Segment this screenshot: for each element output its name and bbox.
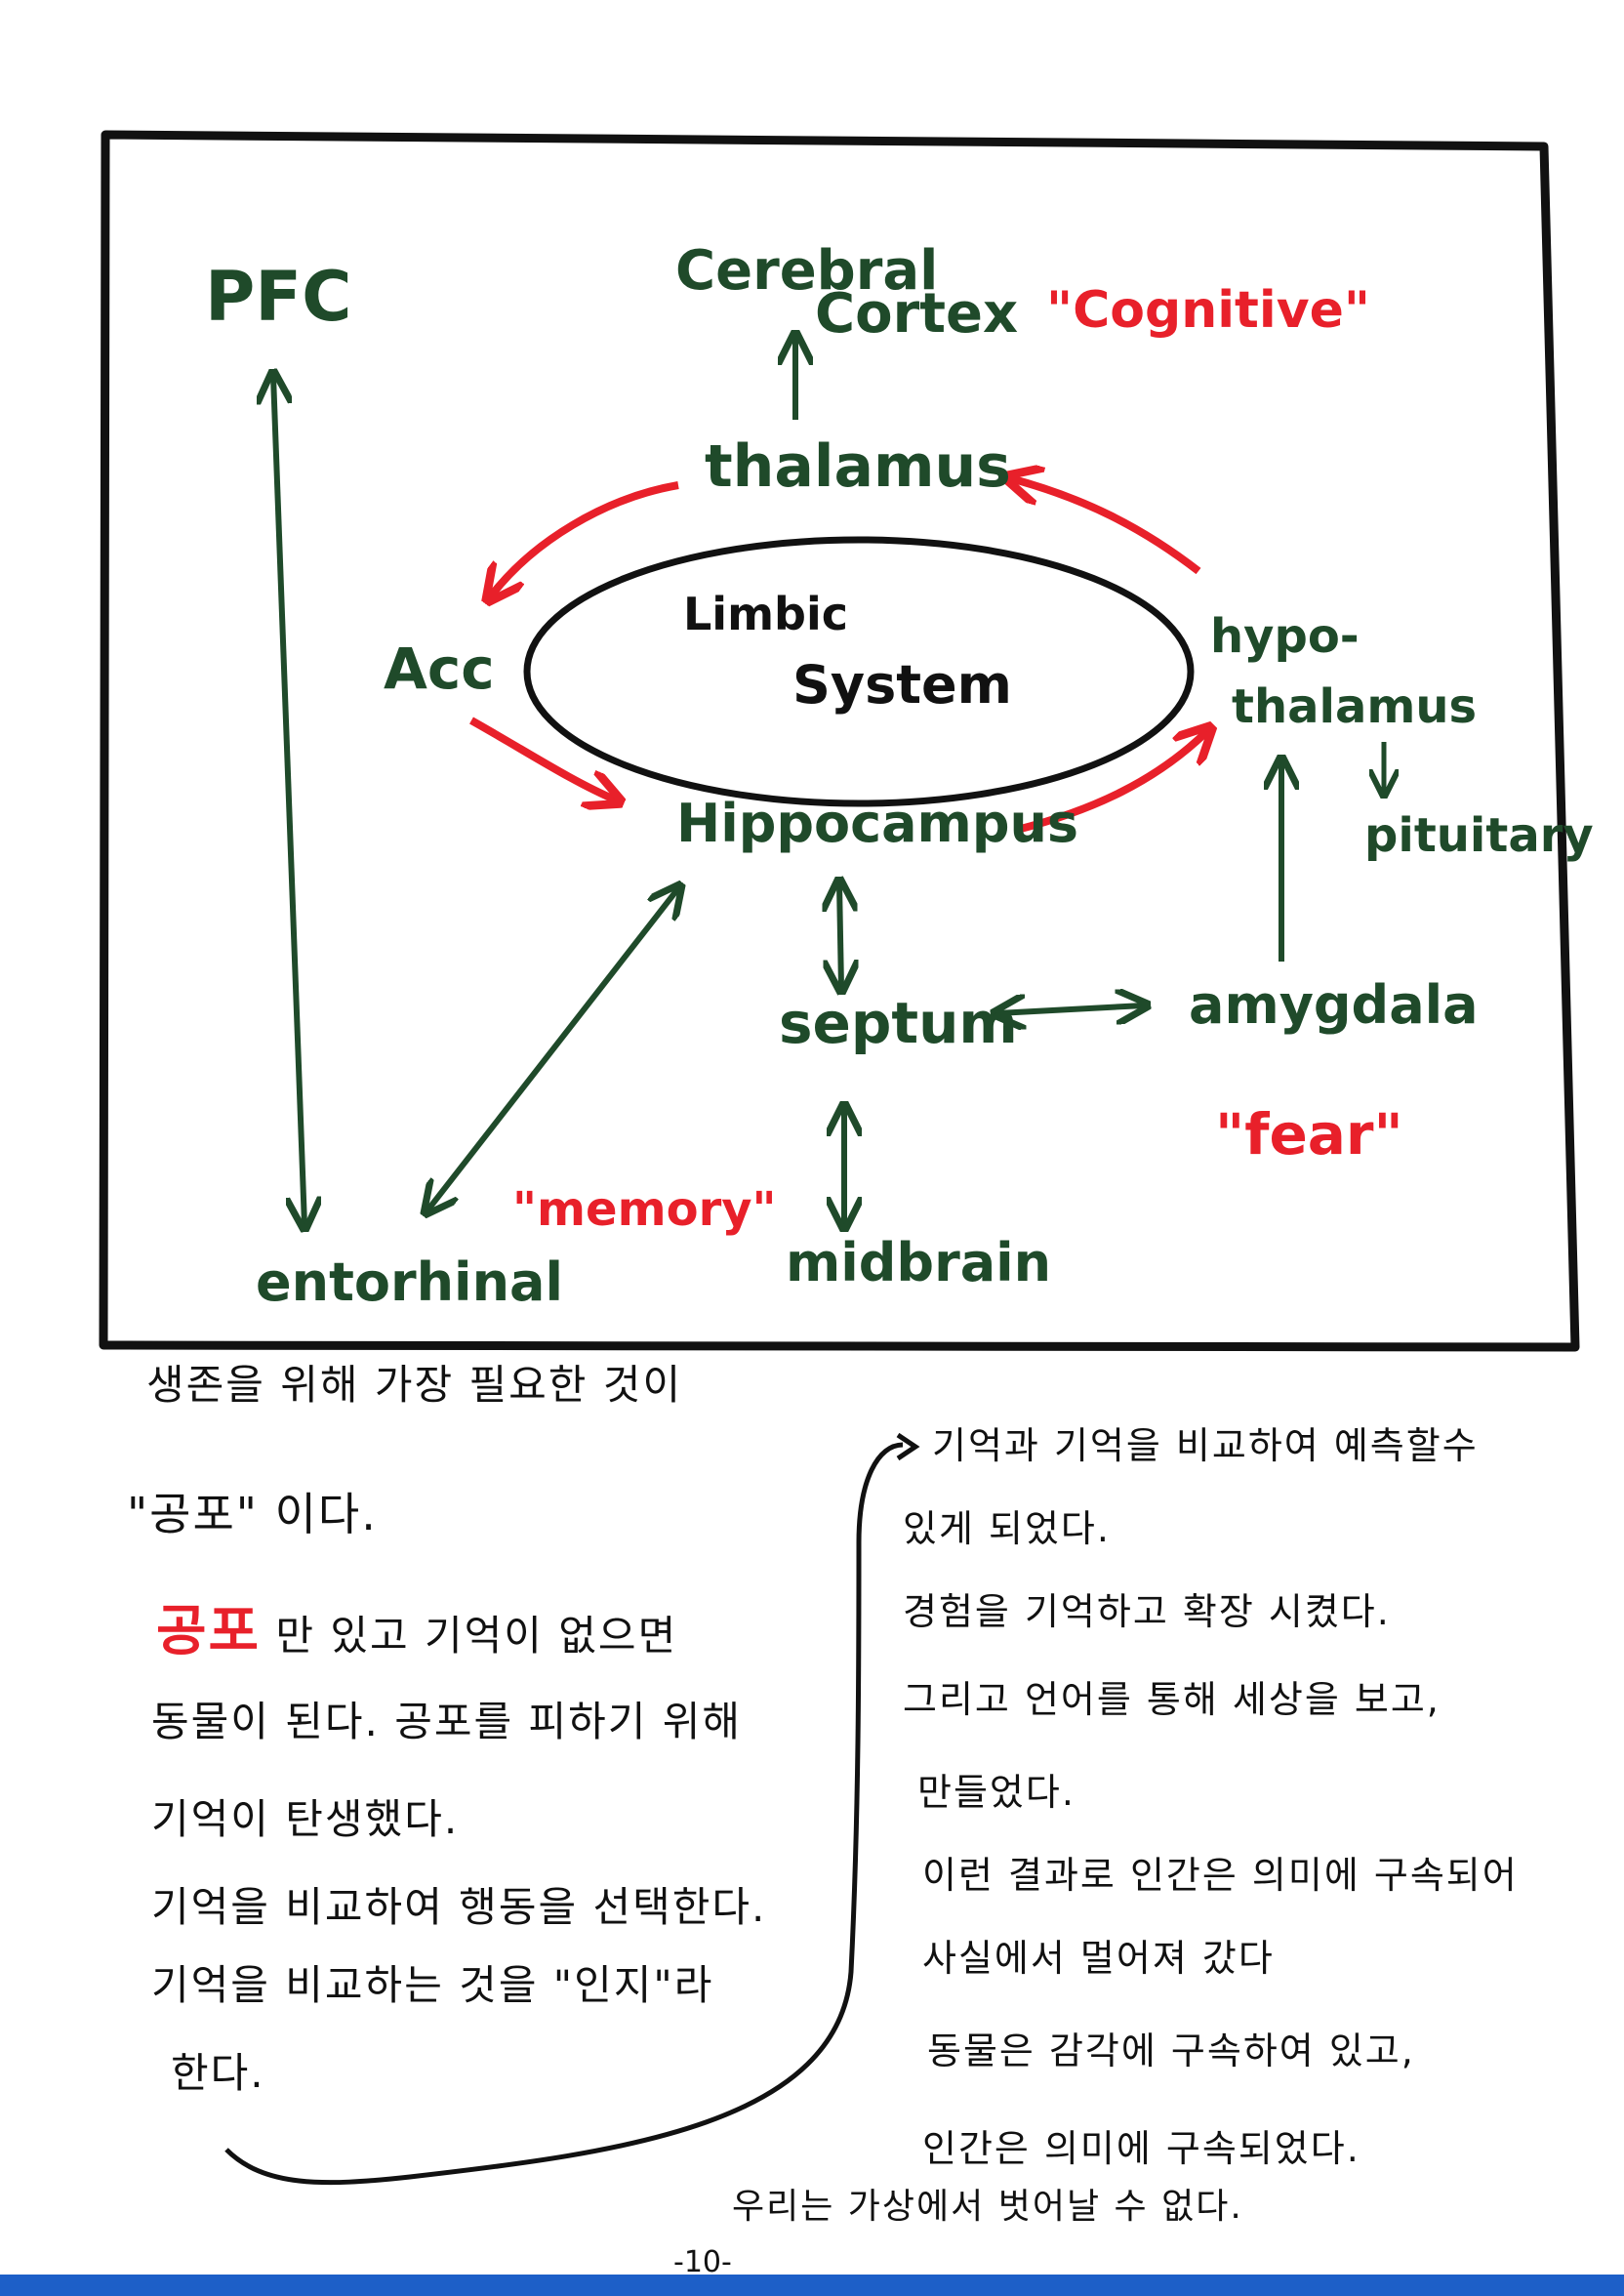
annotation-fear: "fear" — [1215, 1101, 1403, 1168]
label-hypothalamus: thalamus — [1232, 679, 1477, 734]
label-entorhinal: entorhinal — [256, 1251, 563, 1313]
arrow-acc-to-hippocampus — [469, 717, 617, 800]
bottom-blue-band — [0, 2275, 1624, 2296]
label-limbic: Limbic — [683, 588, 848, 640]
note-right-line-8: 동물은 감각에 구속하여 있고, — [927, 2030, 1415, 2072]
arrow-thalamus-to-acc — [490, 481, 679, 597]
label-pituitary: pituitary — [1364, 808, 1594, 863]
arrow-septum-amygdala — [997, 1005, 1144, 1013]
note-right-line-4: 그리고 언어를 통해 세상을 보고, — [903, 1678, 1441, 1721]
note-left-line-1: 생존을 위해 가장 필요한 것이 — [146, 1361, 683, 1409]
note-right-line-9: 인간은 의미에 구속되었다. — [922, 2127, 1360, 2170]
note-right-line-3: 경험을 기억하고 확장 시켰다. — [903, 1590, 1391, 1633]
note-left-line-8: 한다. — [171, 2049, 265, 2097]
arrow-hypothalamus-to-thalamus — [1010, 478, 1201, 575]
annotation-memory: "memory" — [512, 1182, 777, 1237]
label-hippocampus: Hippocampus — [676, 793, 1078, 854]
note-left-line-5: 기억이 탄생했다. — [151, 1795, 460, 1843]
note-right-line-1: 기억과 기억을 비교하여 예측할수 — [932, 1424, 1479, 1467]
note-left-line-4: 동물이 된다. 공포를 피하기 위해 — [151, 1698, 743, 1745]
note-highlight-fear: 공포 — [156, 1600, 262, 1663]
page-number: -10- — [673, 2245, 732, 2279]
note-footer-line: 우리는 가상에서 벗어날 수 없다. — [732, 2187, 1243, 2227]
note-right-line-7: 사실에서 멀어져 갔다 — [922, 1937, 1275, 1980]
arrow-pfc-entorhinal — [273, 376, 304, 1225]
arrow-hippocampus-septum — [839, 883, 841, 988]
note-right-line-5: 만들었다. — [917, 1771, 1076, 1814]
label-pfc: PFC — [205, 257, 352, 337]
note-left-line-7: 기억을 비교하는 것을 "인지"라 — [151, 1961, 714, 2009]
label-hypo: hypo- — [1210, 609, 1360, 664]
label-acc: Acc — [384, 636, 495, 702]
note-left-line-3-rest: 만 있고 기억이 없으면 — [261, 1612, 678, 1660]
note-right-line-6: 이런 결과로 인간은 의미에 구속되어 — [922, 1854, 1519, 1897]
diagram-frame — [99, 130, 1580, 1352]
note-left-line-2: "공포" 이다. — [127, 1488, 378, 1540]
notes-connector-arrowhead — [896, 1432, 920, 1461]
label-septum: septum — [779, 990, 1018, 1056]
label-amygdala: amygdala — [1189, 974, 1479, 1036]
label-cortex: Cortex — [815, 282, 1018, 346]
limbic-system-oval — [523, 536, 1195, 807]
note-right-line-2: 있게 되었다. — [903, 1507, 1111, 1550]
note-left-line-3: 공포 만 있고 기억이 없으면 — [156, 1600, 678, 1663]
label-midbrain: midbrain — [786, 1232, 1051, 1293]
arrow-entorhinal-hippocampus — [427, 888, 678, 1210]
notes-connector-curve — [224, 1442, 904, 2186]
label-cerebral: Cerebral — [675, 239, 938, 303]
label-system: System — [792, 654, 1012, 716]
annotation-cognitive: "Cognitive" — [1046, 281, 1370, 340]
note-left-line-6: 기억을 비교하여 행동을 선택한다. — [151, 1883, 767, 1931]
label-thalamus: thalamus — [705, 432, 1011, 501]
arrow-hippocampus-to-hypothalamus — [1016, 730, 1208, 834]
